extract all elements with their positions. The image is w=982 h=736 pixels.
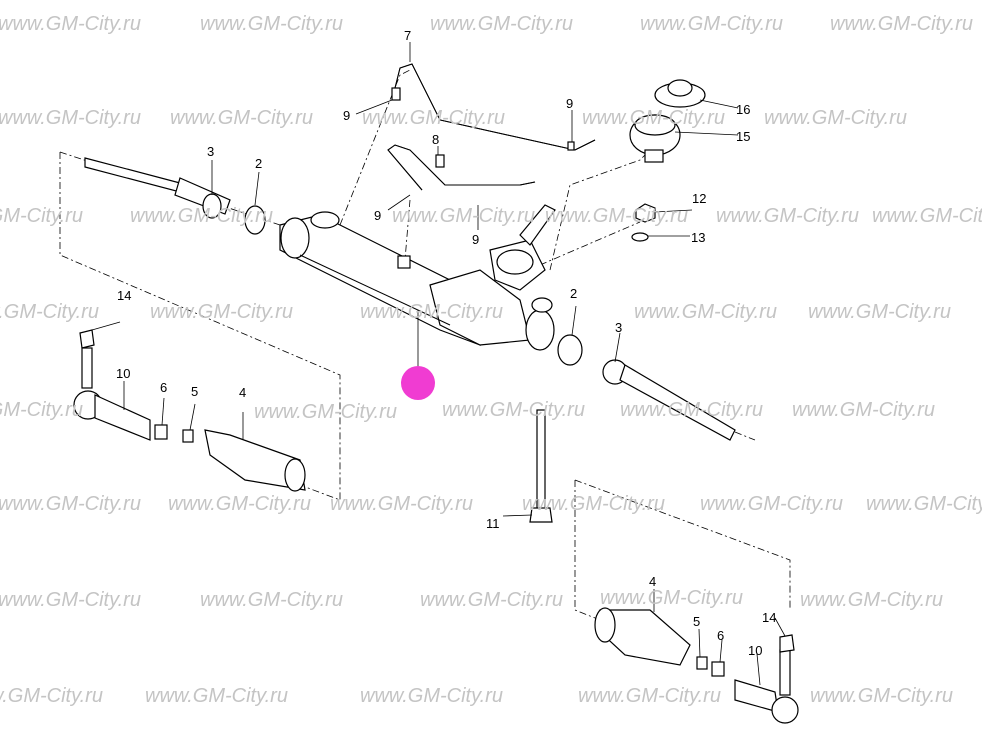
watermark: www.GM-City.ru [700, 493, 843, 515]
watermark: www.GM-City.ru [810, 685, 953, 707]
callout-3: 3 [207, 144, 214, 159]
callout-9: 9 [343, 108, 350, 123]
callout-8: 8 [432, 132, 439, 147]
mount-insulator [629, 79, 706, 163]
watermark: www.GM-City.ru [0, 13, 141, 35]
right-outer-tie-rod-assembly [594, 607, 799, 724]
highlight-marker [401, 366, 435, 400]
watermark-layer: www.GM-City.ru www.GM-City.ru www.GM-Cit… [0, 13, 982, 707]
watermark: www.GM-City.ru [150, 301, 293, 323]
watermark: www.GM-City.ru [200, 13, 343, 35]
watermark: www.GM-City.ru [716, 205, 859, 227]
watermark: www.GM-City.ru [168, 493, 311, 515]
watermark: www.GM-City.ru [600, 587, 743, 609]
watermark: www.GM-City.ru [764, 107, 907, 129]
watermark: www.GM-City.ru [360, 685, 503, 707]
callout-12: 12 [692, 191, 706, 206]
watermark: www.GM-City.ru [360, 301, 503, 323]
left-outer-tie-rod-assembly [73, 329, 306, 492]
callout-4: 4 [649, 574, 656, 589]
hydraulic-pipes [387, 63, 596, 191]
callout-6: 6 [160, 380, 167, 395]
callout-16: 16 [736, 102, 750, 117]
watermark: www.GM-City.ru [362, 107, 505, 129]
watermark: www.GM-City.ru [0, 205, 83, 227]
assembly-guide-lines [59, 69, 791, 621]
watermark: www.GM-City.ru [808, 301, 951, 323]
watermark: www.GM-City.ru [0, 589, 141, 611]
watermark: www.GM-City.ru [0, 107, 141, 129]
callout-13: 13 [691, 230, 705, 245]
callout-5: 5 [191, 384, 198, 399]
watermark: www.GM-City.ru [442, 399, 585, 421]
nut [635, 203, 656, 223]
watermark: www.GM-City.ru [430, 13, 573, 35]
left-inner-tie-rod [84, 157, 266, 235]
callout-9: 9 [374, 208, 381, 223]
callout-4: 4 [239, 385, 246, 400]
watermark: www.GM-City.ru [392, 205, 535, 227]
callout-9: 9 [566, 96, 573, 111]
watermark: www.GM-City.ru [0, 399, 83, 421]
watermark: www.GM-City.ru [130, 205, 273, 227]
steering-rack-housing [279, 204, 556, 351]
watermark: www.GM-City.ru [200, 589, 343, 611]
callout-2: 2 [570, 286, 577, 301]
watermark: www.GM-City.ru [170, 107, 313, 129]
watermark: www.GM-City.ru [620, 399, 763, 421]
callout-2: 2 [255, 156, 262, 171]
callout-7: 7 [404, 28, 411, 43]
watermark: www.GM-City.ru [872, 205, 982, 227]
callout-14: 14 [762, 610, 776, 625]
callout-10: 10 [116, 366, 130, 381]
callout-6: 6 [717, 628, 724, 643]
callout-10: 10 [748, 643, 762, 658]
watermark: www.GM-City.ru [545, 205, 688, 227]
watermark: www.GM-City.ru [0, 685, 103, 707]
right-inner-tie-rod [557, 334, 736, 441]
watermark: www.GM-City.ru [522, 493, 665, 515]
watermark: www.GM-City.ru [0, 301, 99, 323]
callout-5: 5 [693, 614, 700, 629]
callout-labels: 7 9 9 16 15 8 3 2 9 9 12 13 14 2 3 10 6 … [116, 28, 776, 658]
callout-3: 3 [615, 320, 622, 335]
watermark: www.GM-City.ru [254, 401, 397, 423]
callout-9: 9 [472, 232, 479, 247]
washer [631, 232, 649, 242]
callout-11: 11 [486, 516, 500, 531]
callout-14: 14 [117, 288, 131, 303]
watermark: www.GM-City.ru [578, 685, 721, 707]
watermark: www.GM-City.ru [634, 301, 777, 323]
bolt [529, 409, 553, 523]
watermark: www.GM-City.ru [582, 107, 725, 129]
watermark: www.GM-City.ru [145, 685, 288, 707]
watermark: www.GM-City.ru [792, 399, 935, 421]
watermark: www.GM-City.ru [330, 493, 473, 515]
watermark: www.GM-City.ru [640, 13, 783, 35]
watermark: www.GM-City.ru [800, 589, 943, 611]
watermark: www.GM-City.ru [0, 493, 141, 515]
watermark: www.GM-City.ru [420, 589, 563, 611]
watermark: www.GM-City.ru [830, 13, 973, 35]
callout-15: 15 [736, 129, 750, 144]
leader-lines [91, 42, 786, 686]
watermark: www.GM-City.ru [866, 493, 982, 515]
